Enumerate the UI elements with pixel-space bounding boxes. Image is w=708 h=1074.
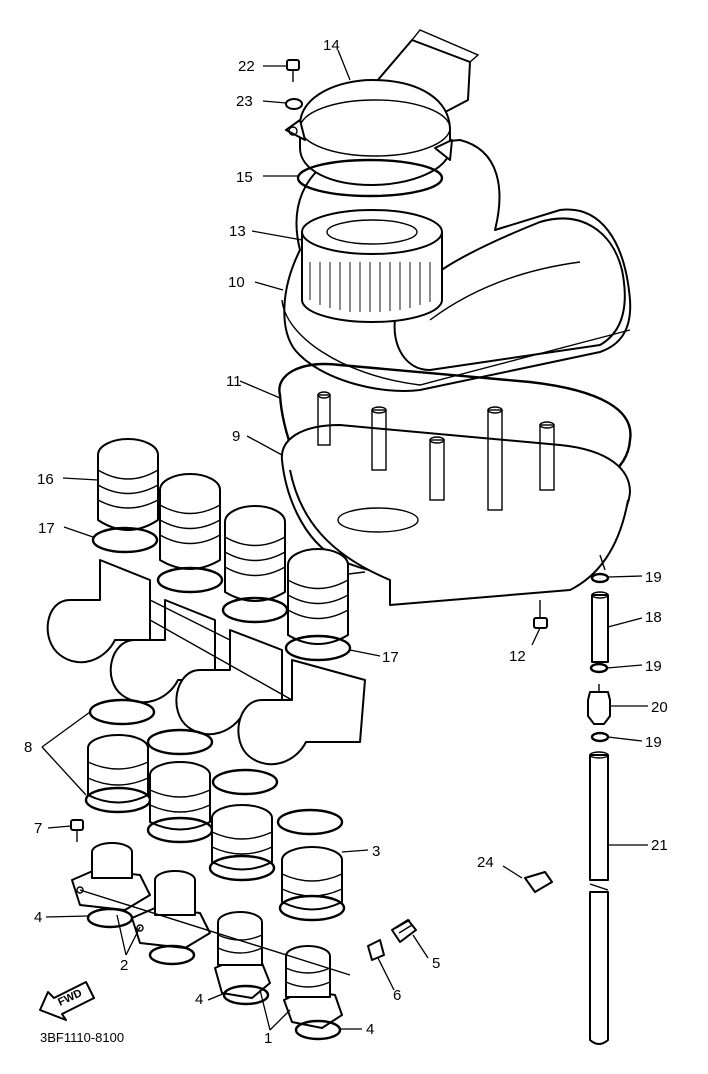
- leader-lines: [41, 49, 648, 1031]
- carburetor-assembly: [46, 559, 366, 766]
- air-filter-cap: [285, 79, 453, 198]
- callout-2: 2: [120, 957, 128, 974]
- air-filter-element: [301, 209, 443, 323]
- lower-joints: [84, 698, 346, 922]
- drain-system: [587, 572, 611, 1045]
- callout-13: 13: [229, 223, 246, 240]
- clip-19a: [590, 572, 610, 584]
- callout-24: 24: [477, 854, 494, 871]
- hose-21: [589, 754, 609, 881]
- figure-code: 3BF1110-8100: [40, 1030, 124, 1045]
- callout-10: 10: [228, 274, 245, 291]
- air-cleaner-lower-case: [278, 362, 632, 606]
- callout-4-left: 4: [34, 909, 42, 926]
- callout-7: 7: [34, 820, 42, 837]
- cap-gasket: [296, 158, 444, 198]
- callout-6: 6: [393, 987, 401, 1004]
- callout-17-lower: 17: [382, 649, 399, 666]
- screw-7: [70, 819, 84, 842]
- callout-1: 1: [264, 1030, 272, 1047]
- air-cleaner-case-cover: [281, 29, 632, 392]
- callout-3: 3: [372, 843, 380, 860]
- callout-15: 15: [236, 169, 253, 186]
- callout-21: 21: [651, 837, 668, 854]
- clip-6: [367, 939, 385, 961]
- hose-18: [591, 594, 609, 663]
- bolt-12: [533, 600, 548, 629]
- callout-19-middle: 19: [645, 658, 662, 675]
- callout-20: 20: [651, 699, 668, 716]
- callout-16: 16: [37, 471, 54, 488]
- callout-4-middle: 4: [195, 991, 203, 1008]
- clip-19b: [589, 662, 609, 674]
- o-ring-4b: [148, 944, 196, 966]
- callout-4-right: 4: [366, 1021, 374, 1038]
- o-ring-4a: [86, 907, 134, 929]
- callout-19-top: 19: [645, 569, 662, 586]
- intake-joints: [97, 438, 349, 645]
- cap-5: [391, 919, 417, 943]
- callout-14: 14: [323, 37, 340, 54]
- plug-20: [587, 691, 611, 725]
- callout-9: 9: [232, 428, 240, 445]
- callout-17-upper: 17: [38, 520, 55, 537]
- washer-23: [285, 98, 303, 110]
- clip-24: [524, 871, 553, 893]
- callout-5: 5: [432, 955, 440, 972]
- callout-19-bottom: 19: [645, 734, 662, 751]
- o-ring-4d: [294, 1019, 342, 1041]
- clamp-bands-17: [91, 526, 352, 662]
- callout-labels: 14 22 23 15 13 10 11 9 16 17 17 12 19 18…: [24, 37, 668, 1047]
- o-ring-4c: [222, 984, 270, 1006]
- callout-23: 23: [236, 93, 253, 110]
- callout-18: 18: [645, 609, 662, 626]
- clip-19c: [590, 731, 610, 743]
- intake-manifolds: [71, 842, 351, 1041]
- callout-11: 11: [226, 373, 242, 390]
- screw-22: [286, 59, 300, 82]
- fwd-arrow: FWD: [39, 981, 95, 1021]
- callout-12: 12: [509, 648, 526, 665]
- callout-8: 8: [24, 739, 32, 756]
- callout-22: 22: [238, 58, 255, 75]
